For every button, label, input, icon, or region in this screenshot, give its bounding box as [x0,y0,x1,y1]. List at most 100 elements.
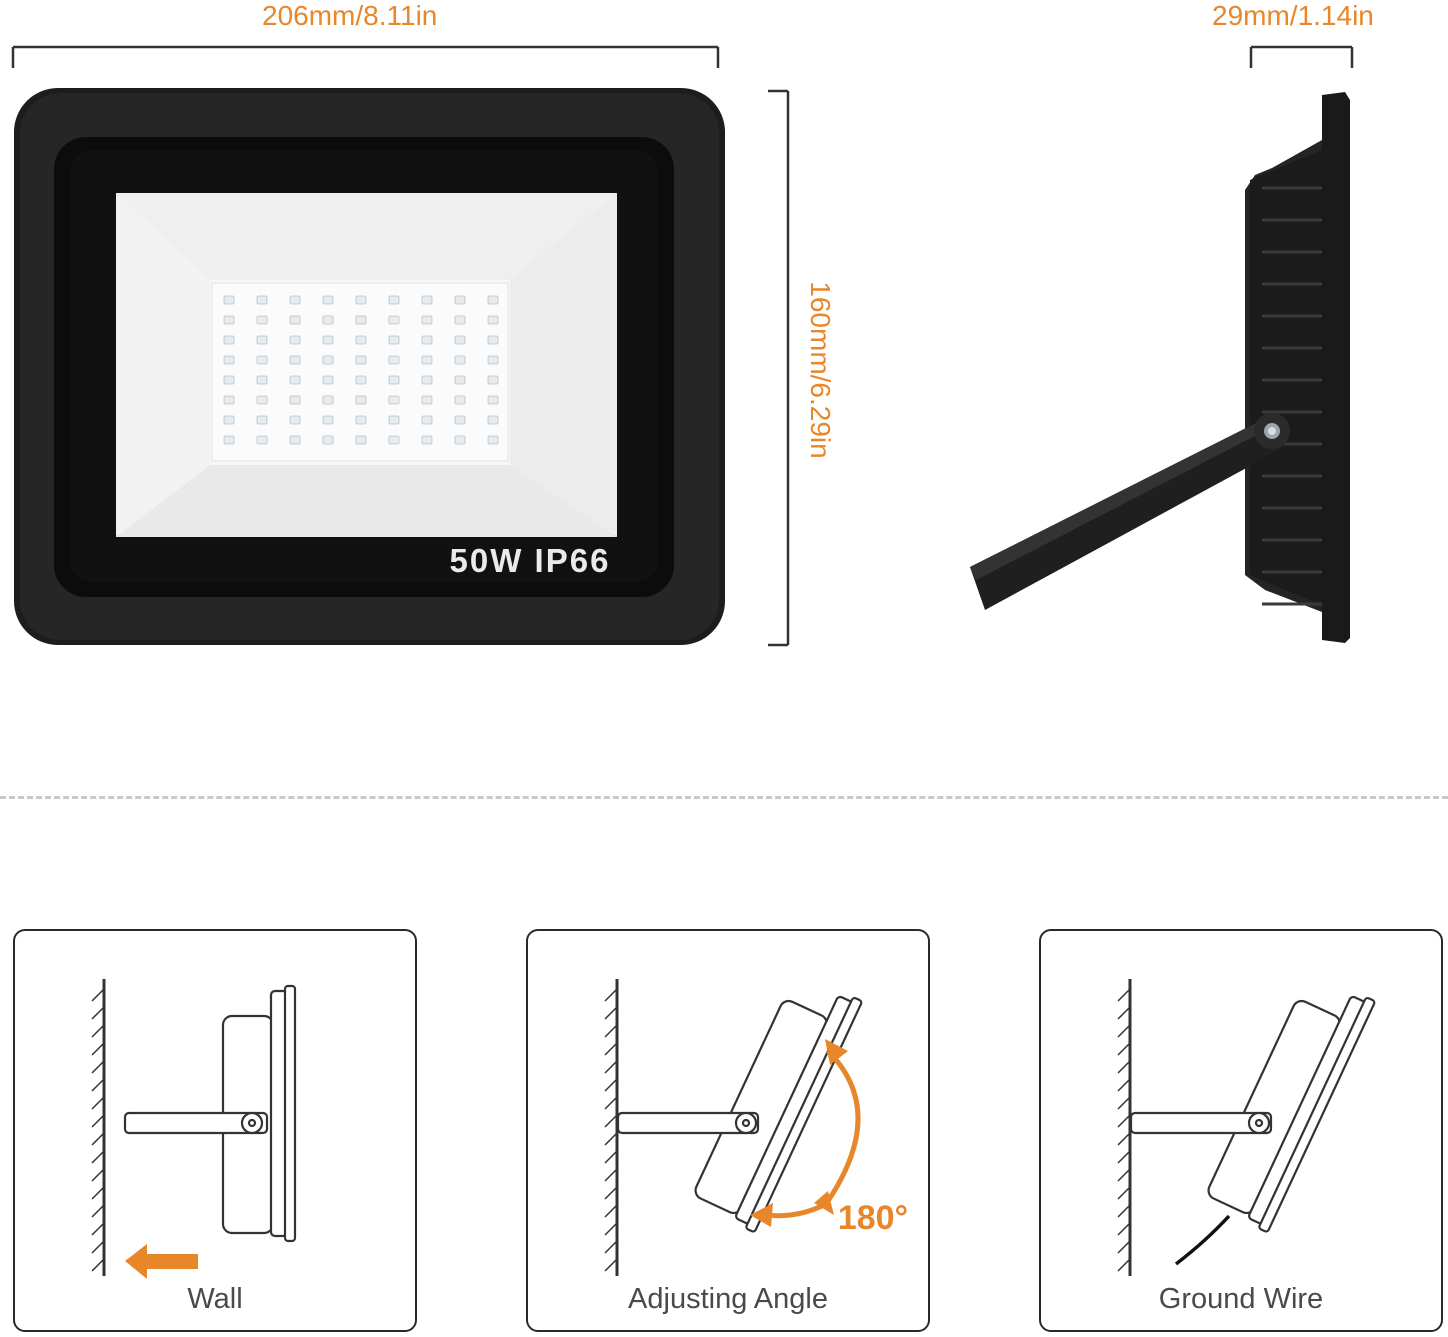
led-chip [355,435,367,445]
wall-hatch-line [91,1258,105,1272]
wall-hatch-line [1117,1132,1131,1146]
led-chip [223,335,235,345]
wall-hatch-line [604,1222,618,1236]
led-chip [355,395,367,405]
panel-label-ground-wire: Ground Wire [1158,1283,1324,1315]
wall-hatch-line [1117,1150,1131,1164]
led-chip [223,435,235,445]
panel-label-wall: Wall [187,1283,243,1315]
wall-hatch-line [91,1186,105,1200]
led-chip [388,415,400,425]
led-chip [487,295,499,305]
led-chip [421,295,433,305]
wall-hatch-line [604,1132,618,1146]
led-chip [223,295,235,305]
led-chip [256,395,268,405]
wall-hatch-line [604,1258,618,1272]
wall-hatch-line [91,1042,105,1056]
led-chip [289,435,301,445]
wall-hatch-line [91,1204,105,1218]
led-chip [487,335,499,345]
led-chip [322,295,334,305]
led-chip [256,435,268,445]
wall-hatch-line [1117,1240,1131,1254]
depth-bracket [1249,45,1354,68]
led-chip [289,315,301,325]
led-chip [388,315,400,325]
led-chip [454,395,466,405]
wall-hatch-line [91,1222,105,1236]
product-views: 50W IP66 [11,45,1354,647]
led-chip [487,375,499,385]
install-panel-ground-wire: Ground Wire [1039,929,1443,1332]
led-chip [421,395,433,405]
width-bracket [11,45,720,68]
led-chip [421,415,433,425]
wall-hatch-line [604,1114,618,1128]
led-chip [322,435,334,445]
led-chip [388,335,400,345]
led-chip [421,375,433,385]
wall-hatch-line [604,988,618,1002]
wall-hatch-line [604,1240,618,1254]
wall-hatch-line [604,1168,618,1182]
led-chip [487,415,499,425]
wall-hatch-line [91,1078,105,1092]
led-chip [256,335,268,345]
floodlight-side-view [970,92,1350,643]
led-chip [355,375,367,385]
led-chip [256,355,268,365]
led-chip [322,315,334,325]
wall-hatch-line [91,988,105,1002]
led-chip [289,415,301,425]
led-chip [454,355,466,365]
product-badge-text: 50W IP66 [450,542,611,579]
led-chip [388,435,400,445]
led-chip [454,375,466,385]
wall-hatch-line [1117,1078,1131,1092]
led-chip [289,295,301,305]
wall-hatch-line [604,1042,618,1056]
wall-hatch-line [1117,1024,1131,1038]
wall-hatch-line [91,1240,105,1254]
led-chip [322,415,334,425]
ground-wire-icon [1117,979,1376,1276]
wall-hatch-line [91,1168,105,1182]
led-chip [454,435,466,445]
wall-hatch-line [604,1024,618,1038]
wall-hatch-line [604,1150,618,1164]
section-divider [0,796,1448,799]
wall-hatch-line [91,1060,105,1074]
led-chip [487,395,499,405]
heat-sink-fins [1262,186,1322,606]
wall-hatch-line [604,1078,618,1092]
led-chip [454,315,466,325]
wall-hatch-line [1117,1042,1131,1056]
led-chip [355,295,367,305]
led-chip [454,295,466,305]
led-chip [421,335,433,345]
depth-dimension-label: 29mm/1.14in [1212,0,1374,31]
wall-hatch-line [91,1132,105,1146]
led-chip [421,435,433,445]
led-chip [256,295,268,305]
led-chip [256,415,268,425]
wall-hatch-line [91,1114,105,1128]
led-chip [322,375,334,385]
led-chip [388,295,400,305]
led-chip [355,355,367,365]
led-chip [289,335,301,345]
wall-hatch-line [1117,1060,1131,1074]
height-bracket [768,89,790,647]
led-chip [289,375,301,385]
wall-hatch-line [91,1024,105,1038]
led-chip [487,315,499,325]
wall-hatch-line [604,1186,618,1200]
wall-hatch-line [604,1006,618,1020]
led-chip [454,335,466,345]
led-chip [421,355,433,365]
wall-hatch-line [1117,1168,1131,1182]
floodlight-front-view: 50W IP66 [14,88,725,645]
wall-hatch-line [1117,1096,1131,1110]
led-chip [388,375,400,385]
